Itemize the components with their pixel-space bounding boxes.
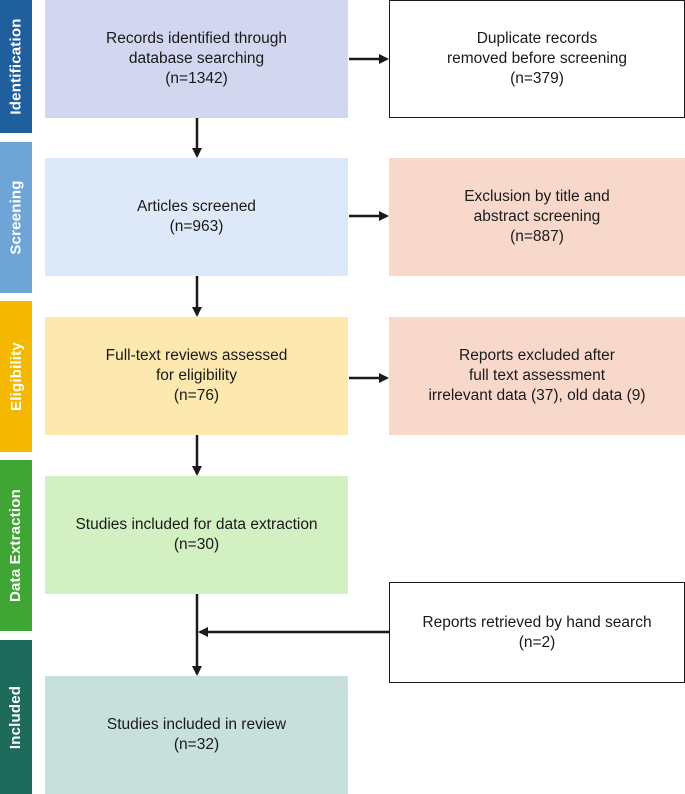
data-extraction-line1: Studies included for data extraction [75,516,318,533]
title-abstract-exclusion-box: Exclusion by title and abstract screenin… [389,158,685,276]
fulltext-assessed-box: Full-text reviews assessed for eligibili… [45,317,348,435]
reports-excluded-line2: full text assessment [468,367,606,384]
duplicates-removed-line1: Duplicate records [476,30,598,47]
fulltext-assessed-line2: for eligibility [156,367,237,384]
reports-excluded-box: Reports excluded after full text assessm… [389,317,685,435]
articles-screened-box: Articles screened (n=963) [45,158,348,276]
title-abstract-exclusion-line2: abstract screening [473,208,601,225]
articles-screened-line1: Articles screened [137,198,256,215]
included-in-review-count: (n=32) [173,736,220,753]
data-extraction-count: (n=30) [173,536,220,553]
records-identified-line1: Records identified through [106,30,287,47]
duplicates-removed-count: (n=379) [510,70,564,87]
title-abstract-exclusion-count: (n=887) [510,228,564,245]
stage-band-eligibility: Eligibility [0,301,32,452]
stage-band-included: Included [0,640,32,794]
articles-screened-count: (n=963) [169,218,224,235]
stage-band-data-extraction: Data Extraction [0,460,32,631]
hand-search-line1: Reports retrieved by hand search [422,613,652,631]
reports-excluded-line1: Reports excluded after [459,347,615,364]
stage-band-identification: Identification [0,0,32,133]
duplicates-removed-box: Duplicate records removed before screeni… [389,0,685,118]
fulltext-assessed-line1: Full-text reviews assessed [105,347,288,364]
records-identified-line2: database searching [128,50,265,67]
records-identified-box: Records identified through database sear… [45,0,348,118]
duplicates-removed-line2: removed before screening [446,50,628,67]
included-in-review-line1: Studies included in review [106,716,287,733]
hand-search-box: Reports retrieved by hand search (n=2) [389,582,685,683]
hand-search-count: (n=2) [518,633,556,651]
fulltext-assessed-count: (n=76) [173,387,220,404]
data-extraction-box: Studies included for data extraction (n=… [45,476,348,594]
stage-band-screening: Screening [0,142,32,293]
reports-excluded-line3: irrelevant data (37), old data (9) [428,387,646,404]
records-identified-count: (n=1342) [165,70,228,87]
title-abstract-exclusion-line1: Exclusion by title and [464,188,610,205]
included-in-review-box: Studies included in review (n=32) [45,676,348,794]
